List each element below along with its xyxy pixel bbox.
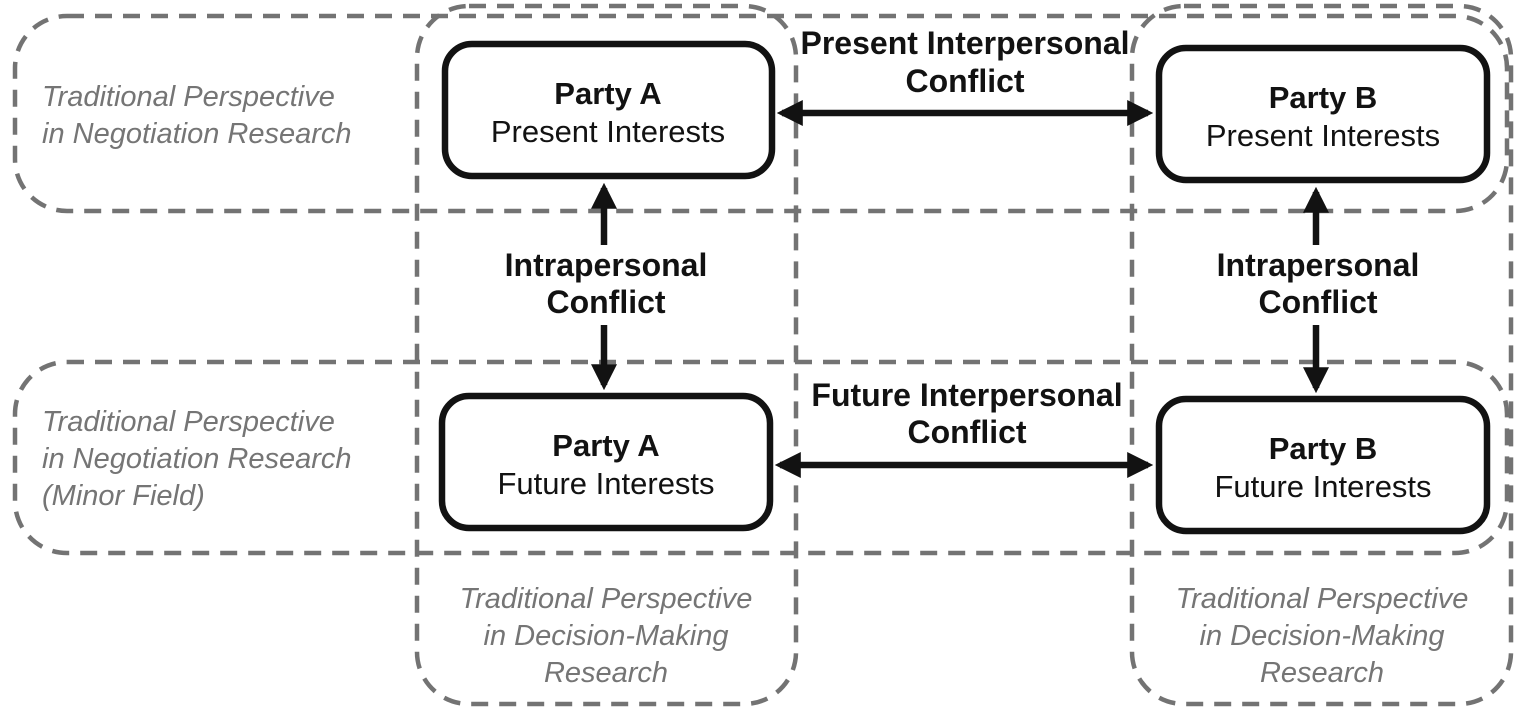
party-a-future-subtitle: Future Interests [497, 466, 714, 501]
decision-making-b-region-label-line1: Traditional Perspective [1176, 583, 1469, 615]
decision-making-b-region-label-line2: in Decision-Making [1200, 620, 1445, 652]
party-a-future-title: Party A [552, 428, 659, 463]
intrapersonal-conflict-b-label-line2: Conflict [1258, 284, 1377, 320]
negotiation-present-region-label-line1: Traditional Perspective [42, 81, 335, 113]
negotiation-future-region-label-line3: (Minor Field) [42, 480, 205, 512]
negotiation-future-region-label-line2: in Negotiation Research [42, 443, 352, 475]
dashed-region-negotiation-present [12, 13, 1510, 214]
dashed-region-decision-making-party-a [414, 3, 799, 707]
future-interpersonal-conflict-label-line1: Future Interpersonal [811, 377, 1122, 413]
party-b-present-subtitle: Present Interests [1206, 118, 1440, 153]
node-party-a-present [441, 40, 776, 180]
intrapersonal-conflict-a-label-line2: Conflict [546, 284, 665, 320]
dashed-region-negotiation-future [12, 359, 1510, 556]
node-party-b-present [1155, 44, 1491, 184]
party-b-future-title: Party B [1269, 431, 1378, 466]
party-a-present-title: Party A [554, 76, 661, 111]
intrapersonal-conflict-a-label-line1: Intrapersonal [505, 247, 708, 283]
dashed-region-decision-making-party-b [1129, 3, 1514, 707]
present-interpersonal-conflict-label-line1: Present Interpersonal [801, 25, 1130, 61]
decision-making-a-region-label-line1: Traditional Perspective [460, 583, 753, 615]
decision-making-a-region-label-line3: Research [544, 657, 668, 689]
negotiation-future-region-label-line1: Traditional Perspective [42, 406, 335, 438]
negotiation-present-region-label-line2: in Negotiation Research [42, 118, 352, 150]
intrapersonal-conflict-b-label-line1: Intrapersonal [1217, 247, 1420, 283]
party-a-present-subtitle: Present Interests [491, 114, 725, 149]
decision-making-b-region-label-line3: Research [1260, 657, 1384, 689]
node-party-b-future [1155, 395, 1491, 535]
future-interpersonal-conflict-label-line2: Conflict [907, 414, 1026, 450]
present-interpersonal-conflict-label-line2: Conflict [905, 63, 1024, 99]
node-party-a-future [438, 392, 774, 532]
party-b-future-subtitle: Future Interests [1214, 469, 1431, 504]
decision-making-a-region-label-line2: in Decision-Making [484, 620, 729, 652]
party-b-present-title: Party B [1269, 80, 1378, 115]
